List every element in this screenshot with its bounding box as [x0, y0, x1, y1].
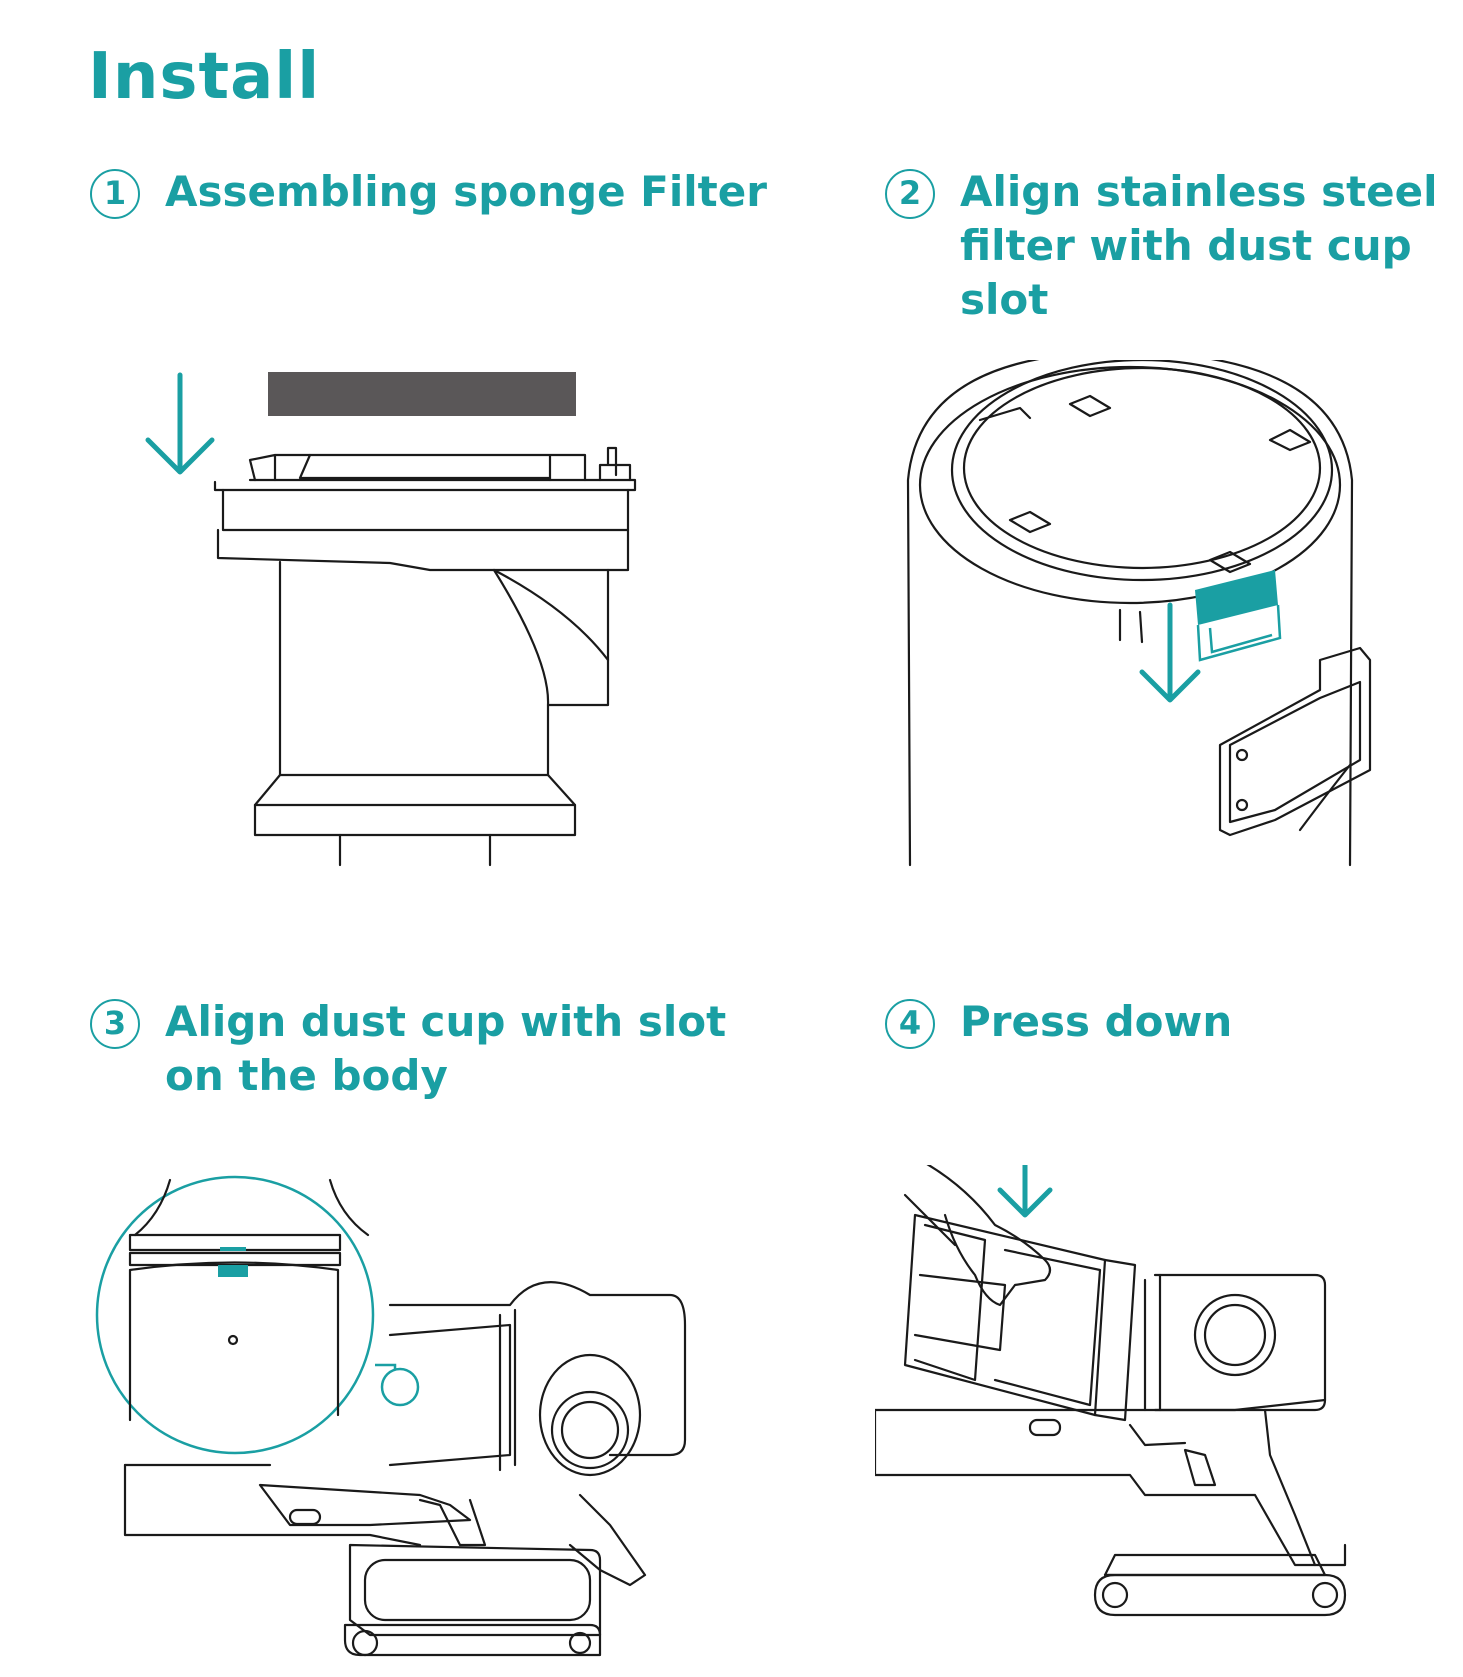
down-arrow-icon [997, 1165, 1053, 1218]
align-body-illustration [95, 1175, 687, 1657]
press-down-illustration [875, 1165, 1347, 1617]
filter-tab [1195, 570, 1282, 662]
sponge-filter-illustration [145, 372, 637, 867]
down-arrow-icon [145, 372, 215, 475]
step-2-text: Align stainless steel filter with dust c… [960, 167, 1438, 324]
dust-cup [903, 1213, 1137, 1422]
sponge-filter [268, 372, 576, 416]
vacuum-body [875, 1273, 1347, 1617]
vacuum-body [123, 1281, 687, 1657]
slot-marker [380, 1367, 420, 1407]
dust-cup-body [906, 360, 1354, 867]
dust-cup-illustration [906, 360, 1372, 867]
page-title: Install [88, 40, 321, 114]
step-2-number: 2 [885, 169, 935, 219]
step-4-text: Press down [960, 997, 1233, 1046]
filter-housing [213, 446, 637, 867]
dust-cup-latch [1218, 646, 1372, 837]
down-arrow-icon [1139, 602, 1201, 703]
step-1-text: Assembling sponge Filter [165, 167, 767, 216]
step-3-text: Align dust cup with slot on the body [165, 997, 727, 1100]
step-1-number: 1 [90, 169, 140, 219]
magnified-inset [95, 1175, 375, 1455]
step-4-number: 4 [885, 999, 935, 1049]
hand-icon [903, 1165, 1052, 1307]
step-3-number: 3 [90, 999, 140, 1049]
inset-slot [218, 1265, 248, 1277]
